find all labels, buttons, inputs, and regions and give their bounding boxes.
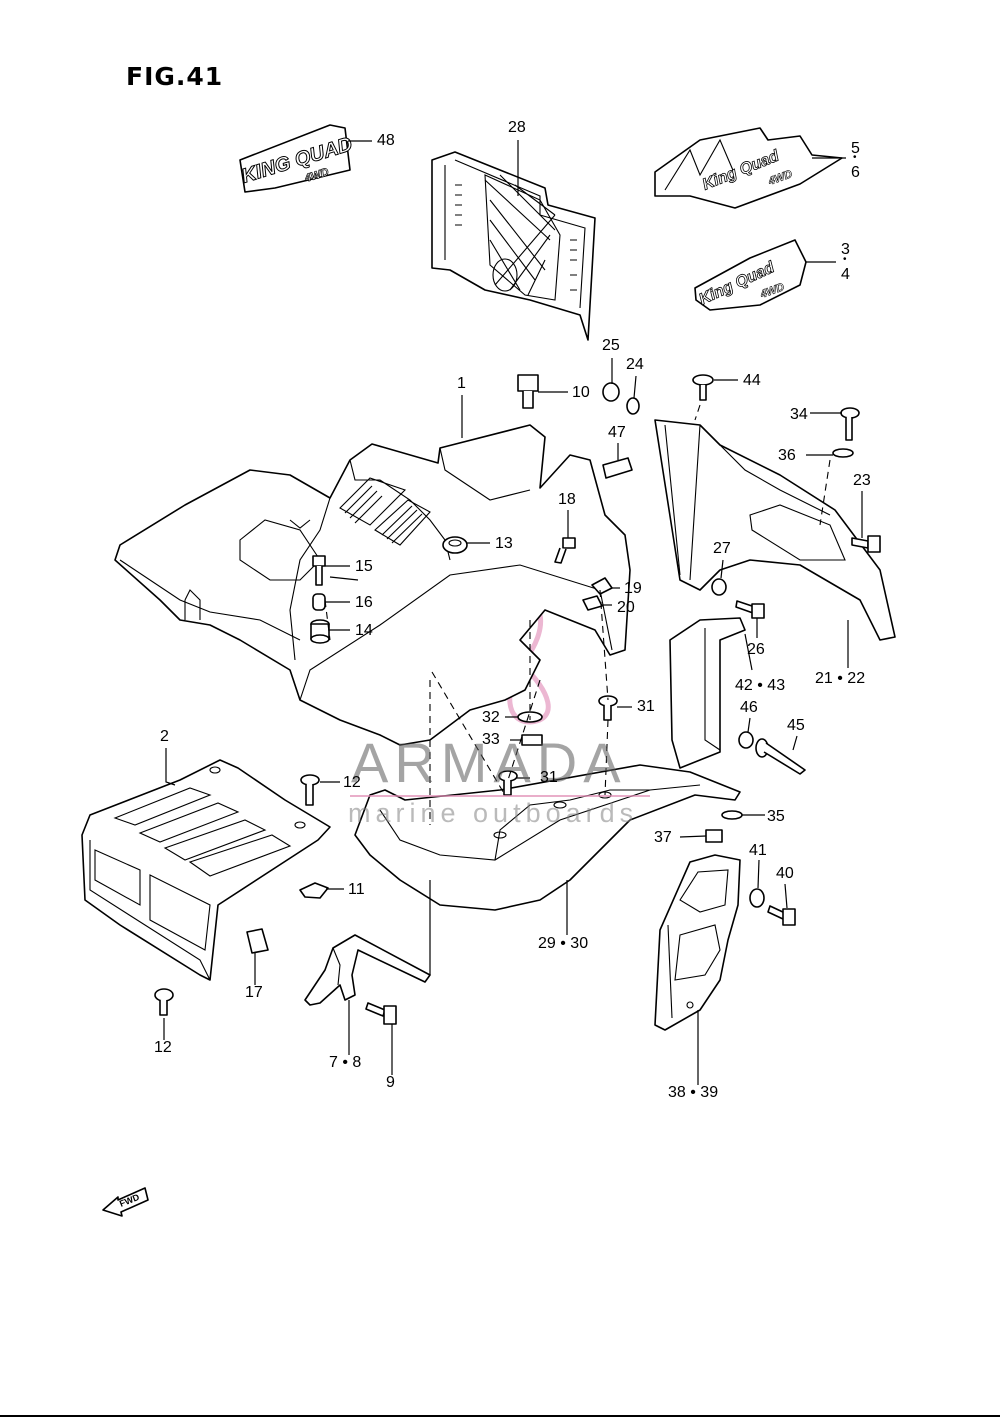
part-21-22-side-fender	[654, 419, 896, 641]
callout-12-lower: 12	[154, 1039, 172, 1056]
callout-14: 14	[355, 622, 373, 639]
callout-2: 2	[160, 728, 169, 745]
decal-king-quad-48: KING QUAD 4WD	[239, 124, 355, 193]
callout-42-43: 42 • 43	[735, 677, 786, 694]
callout-35: 35	[767, 808, 785, 825]
callout-24: 24	[626, 356, 644, 373]
callout-45: 45	[787, 717, 805, 734]
part-36-washer	[832, 448, 854, 458]
part-23-bolt	[851, 535, 881, 553]
part-41-washer	[749, 888, 765, 908]
watermark-brand: ARMADA	[351, 731, 627, 794]
callout-31-lower: 31	[540, 769, 558, 786]
callout-29-30: 29 • 30	[538, 935, 589, 952]
part-28-grille-panel	[431, 151, 596, 341]
part-25-nut	[602, 382, 620, 402]
part-42-43-side-guard	[669, 617, 746, 769]
callout-19: 19	[624, 580, 642, 597]
callout-10: 10	[572, 384, 590, 401]
part-33-nut	[521, 734, 543, 746]
forward-direction-arrow: FWD	[102, 1187, 149, 1217]
part-13-grommet	[442, 536, 468, 554]
part-35-washer	[721, 810, 743, 820]
part-20-nut	[582, 595, 603, 611]
callout-44: 44	[743, 372, 761, 389]
callout-21-22: 21 • 22	[815, 670, 866, 687]
callout-32: 32	[482, 709, 500, 726]
part-9-bolt	[365, 1002, 397, 1025]
callout-38-39: 38 • 39	[668, 1084, 719, 1101]
part-10-bolt	[517, 374, 539, 409]
part-1-front-fender	[114, 424, 631, 746]
leader-lines	[163, 140, 863, 1085]
part-16-collar	[312, 593, 326, 611]
part-47-pad	[602, 457, 633, 479]
part-7-8-bracket	[304, 934, 431, 1006]
decal-king-quad-5-6: King Quad 4WD	[654, 127, 843, 209]
callout-5-6-dot: •	[853, 152, 857, 163]
callout-6: 6	[851, 164, 860, 181]
part-12-screw-upper	[300, 774, 320, 806]
callout-25: 25	[602, 337, 620, 354]
hardware-parts	[154, 374, 881, 1025]
callout-7-8: 7 • 8	[329, 1054, 362, 1071]
callout-13: 13	[495, 535, 513, 552]
callout-23: 23	[853, 472, 871, 489]
part-12-screw-lower	[154, 988, 174, 1016]
callout-31-upper: 31	[637, 698, 655, 715]
watermark-tagline: marine outboards	[348, 798, 639, 828]
callout-47: 47	[608, 424, 626, 441]
part-37-nut	[705, 829, 723, 843]
callout-9: 9	[386, 1074, 395, 1091]
callout-20: 20	[617, 599, 635, 616]
callout-18: 18	[558, 491, 576, 508]
callout-5: 5	[851, 140, 860, 157]
callout-40: 40	[776, 865, 794, 882]
callout-3: 3	[841, 241, 850, 258]
callout-36: 36	[778, 447, 796, 464]
callout-33: 33	[482, 731, 500, 748]
callout-34: 34	[790, 406, 808, 423]
callout-27: 27	[713, 540, 731, 557]
part-11-clip	[299, 882, 329, 899]
part-14-cushion	[310, 619, 330, 644]
callout-28: 28	[508, 119, 526, 136]
callout-26: 26	[747, 641, 765, 658]
callout-17: 17	[245, 984, 263, 1001]
part-40-bolt	[767, 905, 796, 926]
part-15-bolt	[312, 555, 326, 586]
part-34-screw	[840, 407, 860, 441]
callout-3-4-dot: •	[843, 254, 847, 265]
callout-48: 48	[377, 132, 395, 149]
callout-46: 46	[740, 699, 758, 716]
part-24-washer	[626, 397, 640, 415]
callout-15: 15	[355, 558, 373, 575]
part-17-clip-nut	[246, 928, 269, 954]
part-18-screw	[554, 537, 576, 564]
part-2-front-cover	[81, 759, 331, 981]
part-38-39-guard-panel	[654, 854, 741, 1031]
callout-4: 4	[841, 266, 850, 283]
part-44-screw	[692, 374, 714, 401]
callout-12-upper: 12	[343, 774, 361, 791]
part-45-rivet	[755, 738, 806, 775]
part-27-washer	[711, 578, 727, 596]
decal-king-quad-3-4: King Quad 4WD	[694, 239, 807, 311]
part-46-washer	[738, 731, 754, 749]
callout-41: 41	[749, 842, 767, 859]
part-26-bolt	[735, 600, 765, 619]
callout-1: 1	[457, 375, 466, 392]
callout-37: 37	[654, 829, 672, 846]
callout-16: 16	[355, 594, 373, 611]
watermark-rule	[350, 795, 650, 797]
callout-11: 11	[348, 881, 365, 898]
part-29-30-floor-board	[354, 764, 741, 911]
bottom-border	[0, 1415, 1000, 1417]
figure-title: FIG.41	[126, 62, 224, 91]
assembly-dashed-lines	[324, 404, 831, 825]
